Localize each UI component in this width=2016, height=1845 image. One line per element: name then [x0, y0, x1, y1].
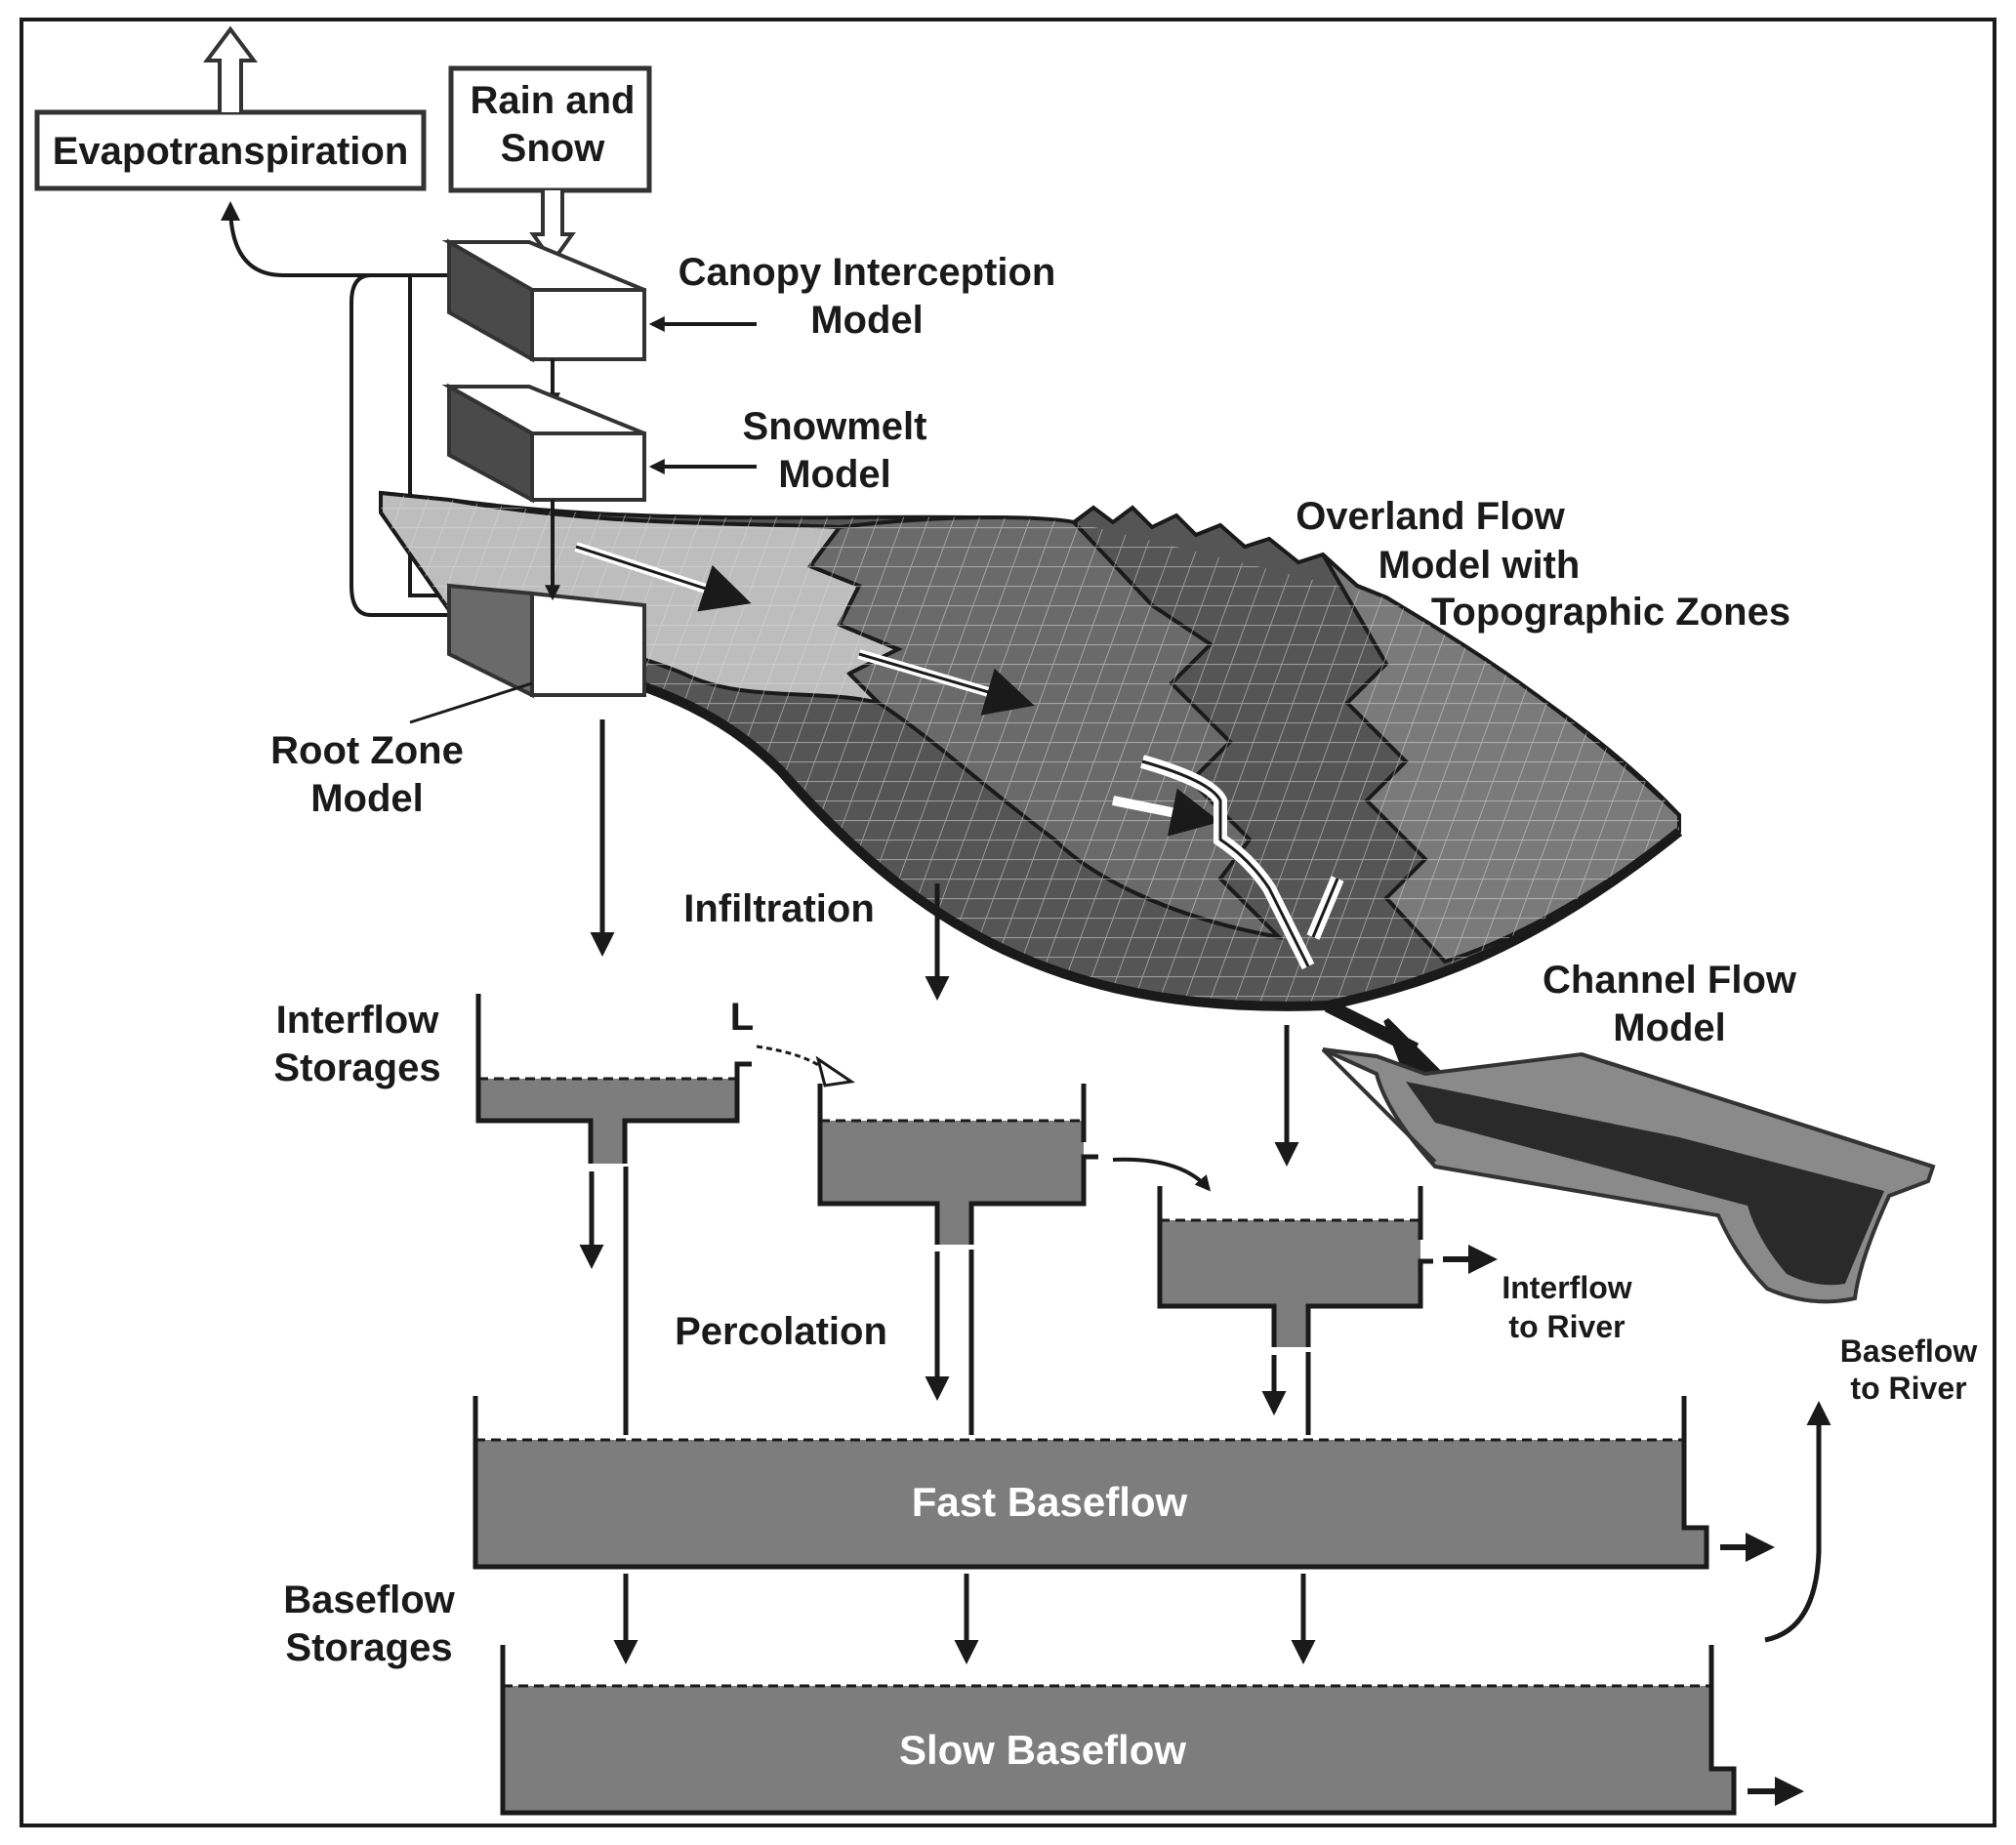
interflow-tank-3	[1157, 1186, 1433, 1347]
fast-baseflow-label: Fast Baseflow	[912, 1479, 1188, 1525]
rain-label-line2: Snow	[501, 127, 606, 170]
snowmelt-label-line2: Model	[778, 453, 891, 496]
canopy-interception-box	[441, 238, 646, 363]
baseflow-storages-label-line1: Baseflow	[283, 1578, 455, 1621]
baseflow-river-label-line2: to River	[1850, 1371, 1966, 1406]
evapotranspiration-label: Evapotranspiration	[53, 130, 409, 173]
channel-trough	[1321, 1047, 1936, 1304]
interflow-river-label-line1: Interflow	[1502, 1270, 1631, 1305]
tank2-overflow-arrow	[1112, 1157, 1212, 1192]
slow-baseflow-label: Slow Baseflow	[899, 1727, 1186, 1773]
evapotranspiration-out-arrow	[203, 25, 258, 112]
tank-overflow-arrowhead	[815, 1055, 856, 1087]
slow-baseflow-tank: Slow Baseflow	[500, 1645, 1737, 1816]
baseflow-storages-label-line2: Storages	[285, 1626, 452, 1669]
evapotranspiration-box: Evapotranspiration	[34, 109, 427, 191]
infiltration-label: Infiltration	[683, 887, 875, 930]
channel-label-line1: Channel Flow	[1543, 959, 1797, 1002]
rootzone-label-line1: Root Zone	[270, 729, 464, 772]
interflow-storages-label-line1: Interflow	[276, 999, 440, 1042]
rootzone-pointer	[409, 681, 533, 724]
snowmelt-box	[441, 383, 646, 504]
interflow-storages-label-line2: Storages	[273, 1046, 440, 1089]
overland-label-line1: Overland Flow	[1296, 495, 1565, 538]
snowmelt-label-line1: Snowmelt	[743, 405, 927, 448]
rain-label-line1: Rain and	[471, 79, 636, 122]
evapotranspiration-return-lines	[221, 201, 449, 617]
overland-flow-surface	[379, 490, 1683, 1011]
percolation-label: Percolation	[675, 1310, 887, 1353]
overland-label-line2: Model with	[1378, 544, 1581, 587]
canopy-label-line1: Canopy Interception	[679, 251, 1056, 294]
interflow-river-label-line2: to River	[1508, 1309, 1625, 1344]
fast-baseflow-tank: Fast Baseflow	[473, 1396, 1709, 1570]
interflow-tank-2	[817, 1084, 1098, 1245]
baseflow-river-label-line1: Baseflow	[1840, 1333, 1978, 1369]
overland-label-line3: Topographic Zones	[1431, 591, 1790, 634]
channel-label-line2: Model	[1613, 1006, 1726, 1049]
rootzone-label-line2: Model	[310, 777, 424, 820]
root-zone-box	[447, 583, 646, 699]
interflow-tank-1	[475, 994, 752, 1164]
baseflow-to-river-arrow	[1764, 1401, 1831, 1643]
canopy-label-line2: Model	[810, 299, 924, 342]
tank-overflow-mark: L	[730, 996, 754, 1039]
rain-and-snow-box: Rain and Snow	[448, 65, 652, 193]
